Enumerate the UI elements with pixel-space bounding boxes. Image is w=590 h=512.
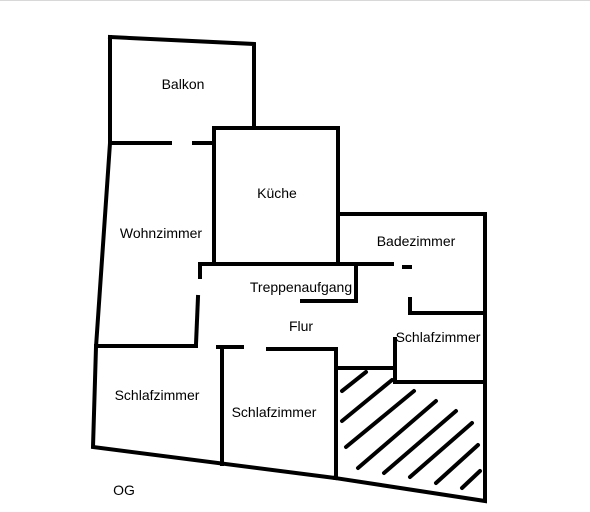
label-badezimmer: Badezimmer [377,233,456,249]
label-flur: Flur [289,318,313,334]
label-schlafzimmer-right: Schlafzimmer [396,329,481,345]
outer-walls [90,34,487,504]
label-balkon: Balkon [162,76,205,92]
label-kueche: Küche [257,185,297,201]
label-wohnzimmer: Wohnzimmer [120,225,203,241]
interior-walls [94,126,487,480]
label-schlafzimmer-middle: Schlafzimmer [232,404,317,420]
room-labels: Balkon Küche Wohnzimmer Badezimmer Trepp… [113,76,481,498]
hatched-void-area [340,370,482,490]
label-treppenaufgang: Treppenaufgang [250,279,352,295]
label-schlafzimmer-left: Schlafzimmer [115,387,200,403]
floor-label: OG [113,482,135,498]
